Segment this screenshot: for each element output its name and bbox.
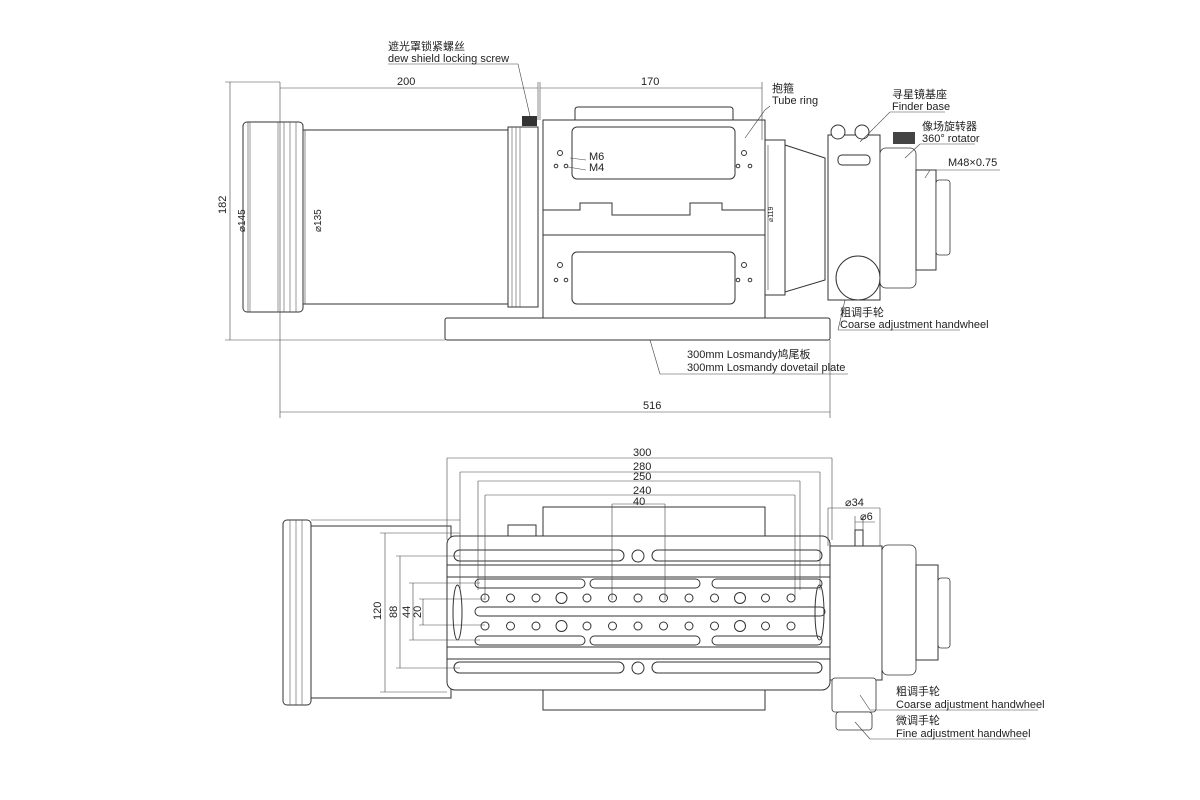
main-tube xyxy=(302,129,509,305)
label-fine-bottom-cn: 微调手轮 xyxy=(896,713,940,727)
dim-d145: ⌀145 xyxy=(237,209,248,232)
tube-ring-bottom-base xyxy=(542,687,766,711)
tube-ring xyxy=(542,106,766,319)
dim-240: 240 xyxy=(633,485,651,497)
plate-hole xyxy=(506,621,515,631)
label-rotator-cn: 像场旋转器 xyxy=(922,119,977,133)
main-tube-bottom xyxy=(310,525,452,699)
plate-hole xyxy=(734,620,746,632)
plate-slot xyxy=(474,635,586,646)
plate-slot xyxy=(474,606,826,617)
plate-hole xyxy=(480,621,490,631)
tube-ring-bottom-top xyxy=(542,506,766,538)
bottom-view xyxy=(282,457,1038,740)
plate-slot xyxy=(589,578,701,589)
plate-slot xyxy=(711,578,823,589)
label-coarse-en: Coarse adjustment handwheel xyxy=(840,319,989,331)
label-coarse-bottom-cn: 粗调手轮 xyxy=(896,684,940,698)
plate-hole xyxy=(531,621,541,631)
dim-280: 280 xyxy=(633,461,651,473)
label-thread: M48×0.75 xyxy=(948,157,997,169)
label-dovetail-cn: 300mm Losmandy鸠尾板 xyxy=(687,347,811,361)
dim-44: 44 xyxy=(401,606,413,618)
dovetail-plate xyxy=(444,317,831,341)
coarse-handwheel-bottom xyxy=(831,677,877,713)
dim-d119: ⌀119 xyxy=(768,207,775,222)
plate-hole xyxy=(684,593,694,603)
plate-hole xyxy=(659,593,668,603)
dew-shield-locking-screw xyxy=(522,116,537,126)
plate-hole xyxy=(608,593,617,603)
plate-slot xyxy=(651,661,823,674)
label-m4: M4 xyxy=(589,162,604,174)
plate-slot xyxy=(711,635,823,646)
dim-300: 300 xyxy=(633,447,651,459)
dim-250: 250 xyxy=(633,471,651,483)
dew-shield xyxy=(242,121,304,313)
plate-hole xyxy=(531,593,541,603)
plate-hole xyxy=(710,621,719,631)
plate-hole xyxy=(633,593,643,603)
label-tube-ring-en: Tube ring xyxy=(772,95,818,107)
label-finder-base-en: Finder base xyxy=(892,101,950,113)
label-dew-shield-en: dew shield locking screw xyxy=(388,53,509,65)
plate-hole xyxy=(582,621,592,631)
focuser xyxy=(764,124,951,301)
dim-d6: ⌀6 xyxy=(860,511,873,523)
label-m6: M6 xyxy=(589,151,604,163)
plate-slot xyxy=(474,578,586,589)
dim-200: 200 xyxy=(397,76,415,88)
label-dew-shield-cn: 遮光罩锁紧螺丝 xyxy=(388,39,465,53)
label-tube-ring-cn: 抱箍 xyxy=(772,81,794,95)
plate-hole xyxy=(659,621,668,631)
label-rotator-en: 360° rotator xyxy=(922,133,980,145)
plate-hole xyxy=(582,593,592,603)
dim-40: 40 xyxy=(633,496,645,508)
plate-hole xyxy=(761,593,770,603)
plate-hole xyxy=(555,592,568,604)
coarse-handwheel-top xyxy=(835,255,881,301)
plate-hole xyxy=(608,621,617,631)
plate-hole xyxy=(761,621,770,631)
dim-88: 88 xyxy=(388,606,400,618)
dim-d34: ⌀34 xyxy=(845,497,864,509)
label-dovetail-en: 300mm Losmandy dovetail plate xyxy=(687,362,845,374)
plate-slot xyxy=(651,549,823,562)
rotator-knurl xyxy=(879,147,917,289)
dim-182: 182 xyxy=(217,196,229,214)
label-finder-base-cn: 寻星镜基座 xyxy=(892,87,947,101)
tube-rear-rings xyxy=(507,126,539,308)
label-coarse-cn: 粗调手轮 xyxy=(840,305,884,319)
plate-hole xyxy=(506,593,515,603)
plate-hole xyxy=(555,620,568,632)
label-coarse-bottom-en: Coarse adjustment handwheel xyxy=(896,699,1045,711)
label-fine-bottom-en: Fine adjustment handwheel xyxy=(896,728,1031,740)
plate-holes xyxy=(480,592,796,632)
plate-hole xyxy=(684,621,694,631)
plate-hole xyxy=(786,621,796,631)
plate-hole xyxy=(734,592,746,604)
dim-20: 20 xyxy=(412,606,424,618)
plate-slot xyxy=(814,584,825,641)
plate-slot xyxy=(453,661,625,674)
plate-slot xyxy=(589,635,701,646)
plate-slot xyxy=(453,549,625,562)
plate-hole xyxy=(633,621,643,631)
fine-handwheel-bottom xyxy=(835,711,873,731)
plate-hole xyxy=(710,593,719,603)
top-view xyxy=(225,63,1000,418)
dim-d135: ⌀135 xyxy=(313,209,324,232)
dim-170: 170 xyxy=(641,76,659,88)
focuser-bottom xyxy=(829,529,951,731)
dim-120: 120 xyxy=(372,602,384,620)
dew-shield-bottom xyxy=(282,519,312,706)
dim-516: 516 xyxy=(643,400,661,412)
dovetail-plate-bottom xyxy=(446,535,831,691)
